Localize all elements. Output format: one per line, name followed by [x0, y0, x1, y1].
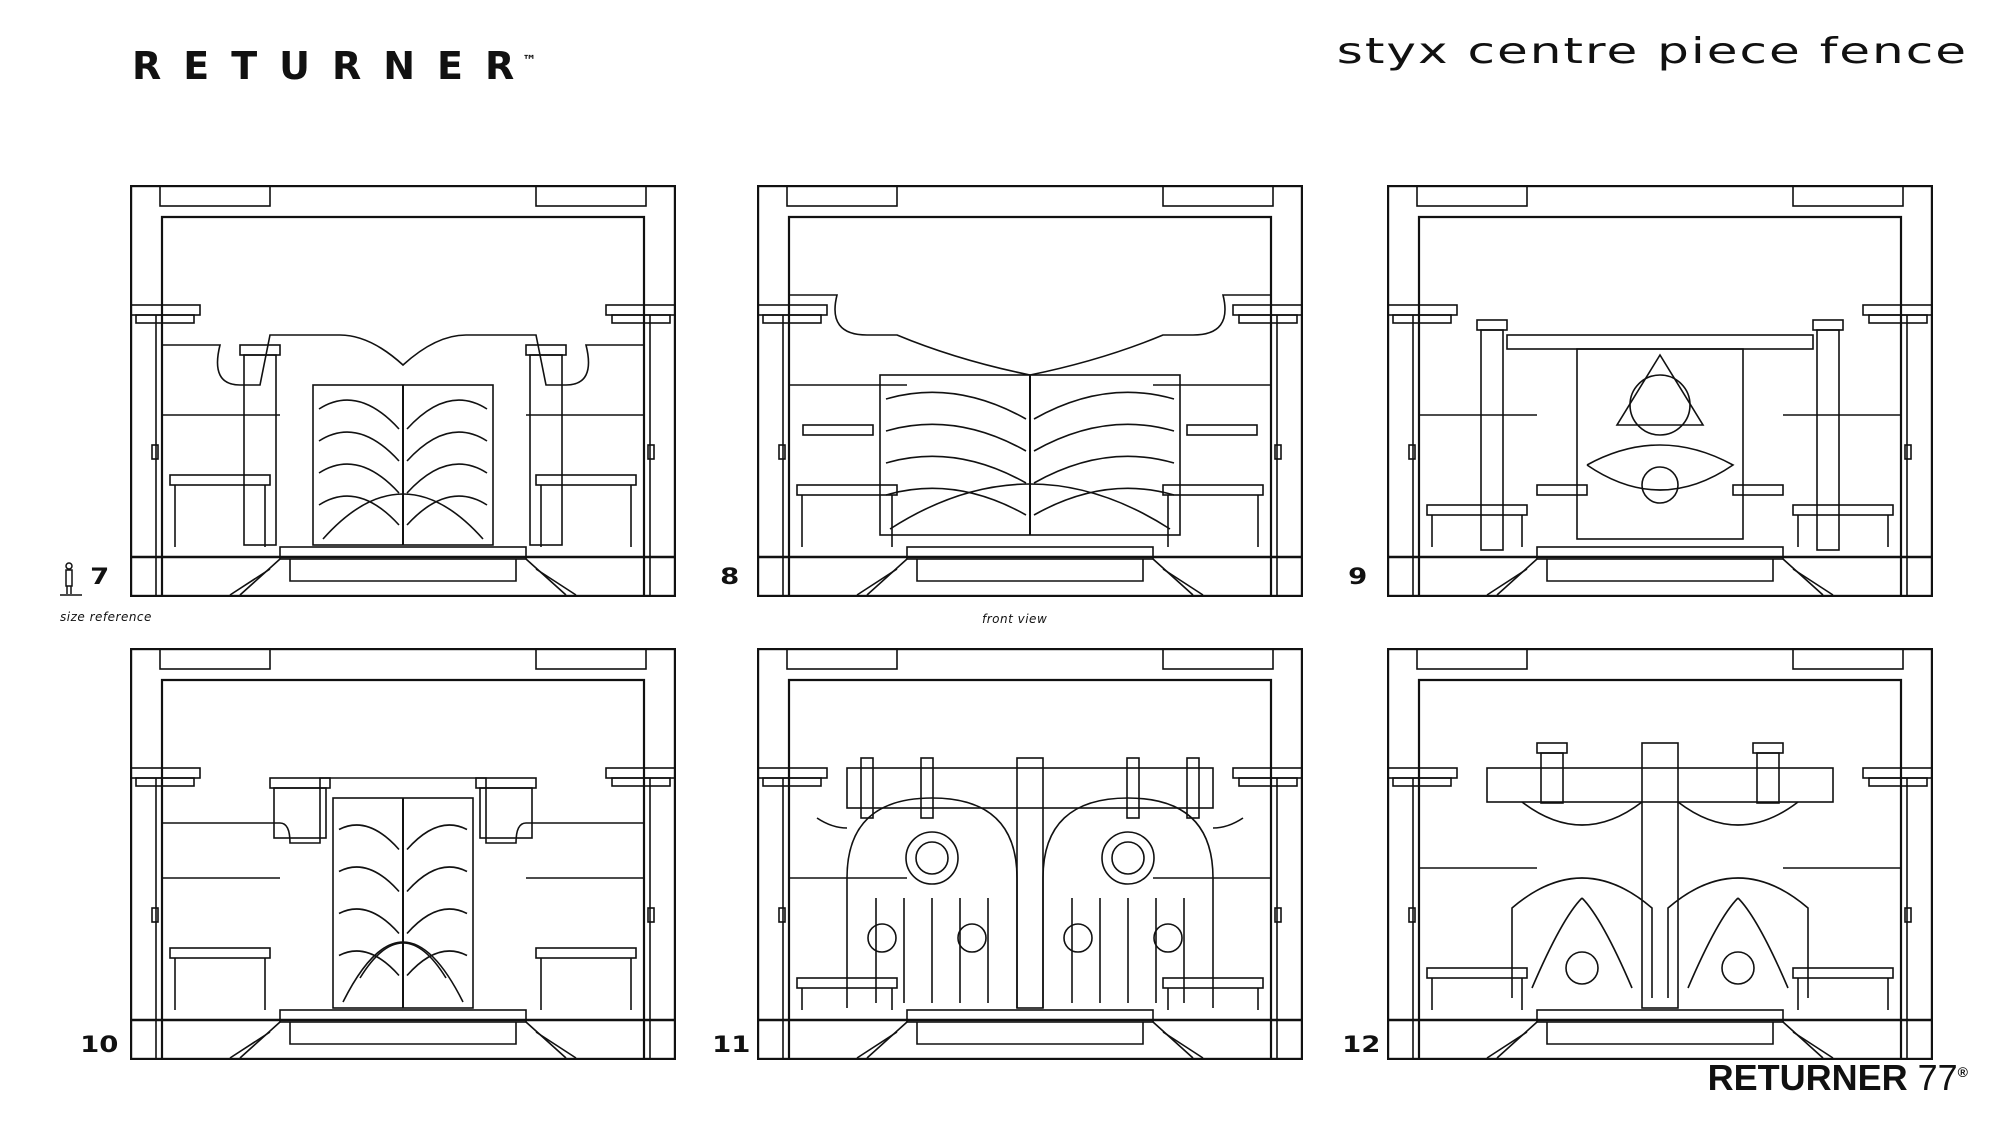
registered-mark: ®: [1957, 1064, 1968, 1080]
page-title: styx centre piece fence: [1336, 30, 1968, 72]
panel-8-drawing: [757, 185, 1303, 597]
footer-brand: RETURNER: [1707, 1057, 1908, 1098]
footer-logo: RETURNER 77®: [1708, 1057, 1968, 1099]
panel-9-drawing: [1387, 185, 1933, 597]
panel-number: 9: [1348, 565, 1368, 590]
brand-logo-text: RETURNER: [132, 44, 537, 88]
front-view-caption: front view: [982, 612, 1048, 626]
panel-11-drawing: [757, 648, 1303, 1060]
panel-7-drawing: [130, 185, 676, 597]
panel-number: 10: [80, 1033, 119, 1058]
panel-7: [130, 185, 676, 597]
size-reference-caption: size reference: [60, 610, 152, 624]
panel-number: 11: [712, 1033, 751, 1058]
panel-10: [130, 648, 676, 1060]
human-figure-icon: [60, 562, 82, 596]
panel-12-drawing: [1387, 648, 1933, 1060]
footer-number: 77: [1917, 1057, 1958, 1098]
panel-number: 12: [1342, 1033, 1381, 1058]
panel-8: [757, 185, 1303, 597]
trademark-mark: ™: [522, 53, 537, 70]
panel-11: [757, 648, 1303, 1060]
panel-10-drawing: [130, 648, 676, 1060]
brand-logo: RETURNER™: [132, 44, 536, 88]
panel-number: 7: [90, 565, 110, 590]
panel-12: [1387, 648, 1933, 1060]
panel-9: [1387, 185, 1933, 597]
panel-number: 8: [720, 565, 740, 590]
